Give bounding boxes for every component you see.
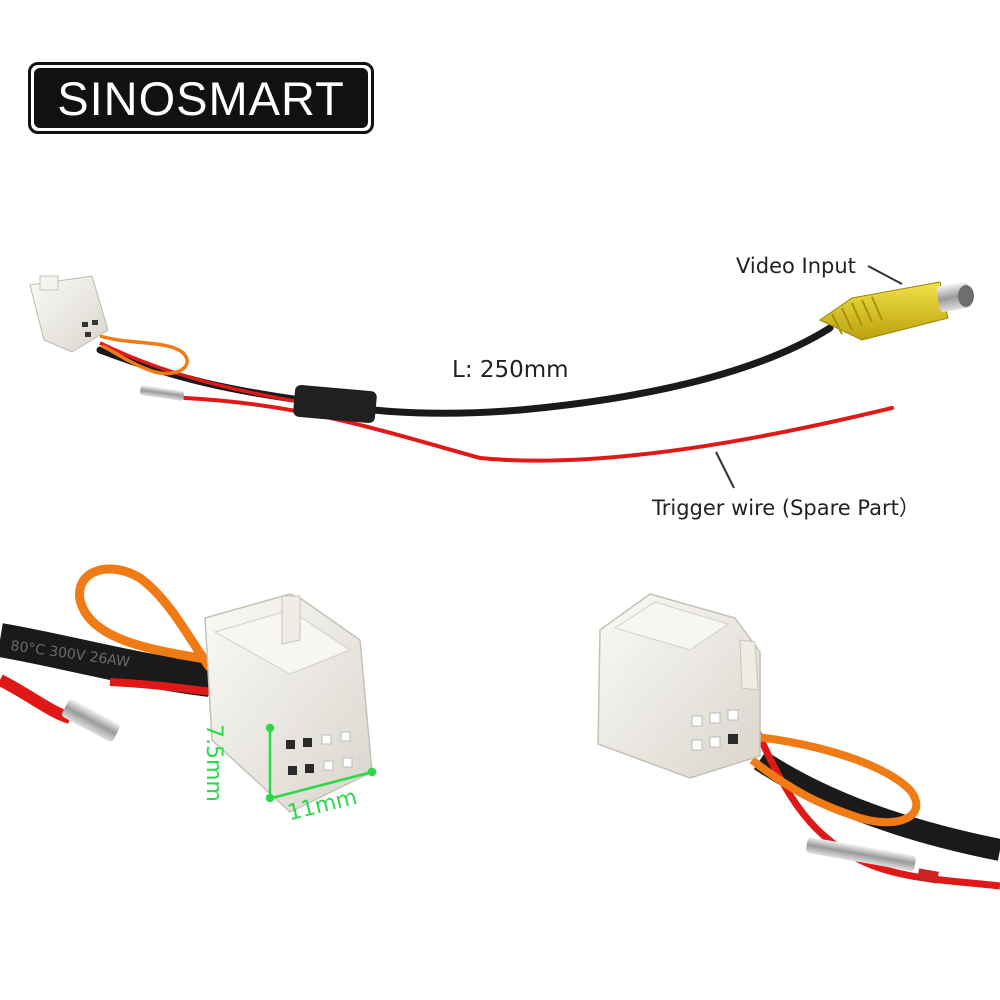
trigger-wire-leader: [715, 451, 735, 489]
full-cable-view: [29, 265, 974, 489]
red-connector-wire: [99, 341, 301, 404]
red-trigger-wire: [183, 396, 894, 463]
cable-tie: [293, 384, 377, 424]
dimension-lines: [265, 723, 377, 803]
connector-closeup-back: [597, 593, 1000, 890]
rca-video-connector: [819, 281, 974, 341]
terminal-pin: [139, 385, 185, 401]
trigger-wire-label: Trigger wire (Spare Part）: [652, 496, 920, 520]
orange-loop-wire: [99, 334, 189, 376]
connector-closeup-front: 80°C 300V 26AW: [0, 564, 377, 813]
small-white-connector: [29, 275, 109, 353]
height-dimension-label: 7.5mm: [201, 724, 226, 802]
brand-logo-text: SINOSMART: [34, 68, 368, 128]
brand-logo: SINOSMART: [28, 62, 374, 134]
video-input-label: Video Input: [736, 254, 856, 278]
video-input-leader: [867, 265, 903, 285]
cable-length-label: L: 250mm: [452, 357, 569, 383]
pin-holes: [286, 731, 353, 775]
